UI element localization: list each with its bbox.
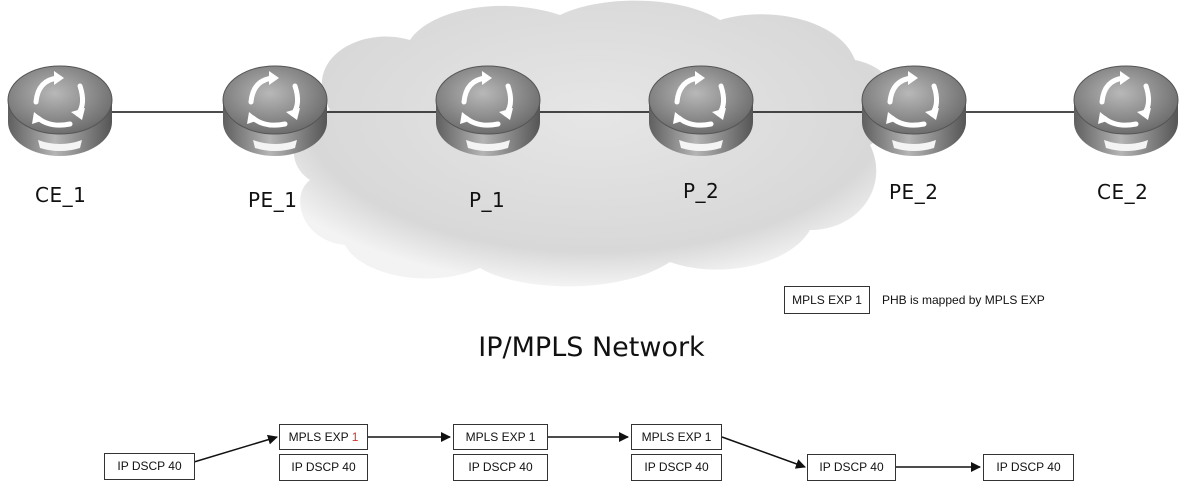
arrow-4 [721,436,806,469]
router-icon-p2 [648,65,754,156]
router-label-pe2: PE_2 [889,180,939,204]
packet-pe2-ip: IP DSCP 40 [807,454,896,481]
router-label-p1: P_1 [469,188,506,212]
router-icon-pe1 [222,65,328,156]
packet-p1-exp: MPLS EXP 1 [453,424,548,450]
diagram-title: IP/MPLS Network [478,332,705,363]
router-label-pe1: PE_1 [248,188,298,212]
packet-pe1-ip: IP DSCP 40 [279,454,368,481]
packet-pe1-exp: MPLS EXP 1 [279,424,368,450]
packet-p1-ip: IP DSCP 40 [453,454,548,481]
packet-ce1-ip: IP DSCP 40 [104,453,195,480]
packet-p2-exp: MPLS EXP 1 [631,424,722,450]
packet-pe1-exp-value: 1 [351,430,359,444]
router-label-p2: P_2 [683,179,720,203]
router-icon-ce1 [7,65,113,156]
router-icon-pe2 [861,65,967,156]
router-label-ce1: CE_1 [35,183,87,207]
legend-box: MPLS EXP 1 [784,286,870,314]
router-label-ce2: CE_2 [1097,180,1149,204]
packet-p2-ip: IP DSCP 40 [631,454,722,481]
mpls-cloud [293,0,897,287]
packet-ce2-ip: IP DSCP 40 [983,454,1074,481]
legend-description: PHB is mapped by MPLS EXP [882,293,1045,307]
packet-pe1-exp-prefix: MPLS EXP [288,430,352,444]
router-icon-ce2 [1073,65,1179,156]
router-icon-p1 [435,65,541,156]
packet-arrows [193,432,981,472]
arrow-1 [193,434,278,463]
